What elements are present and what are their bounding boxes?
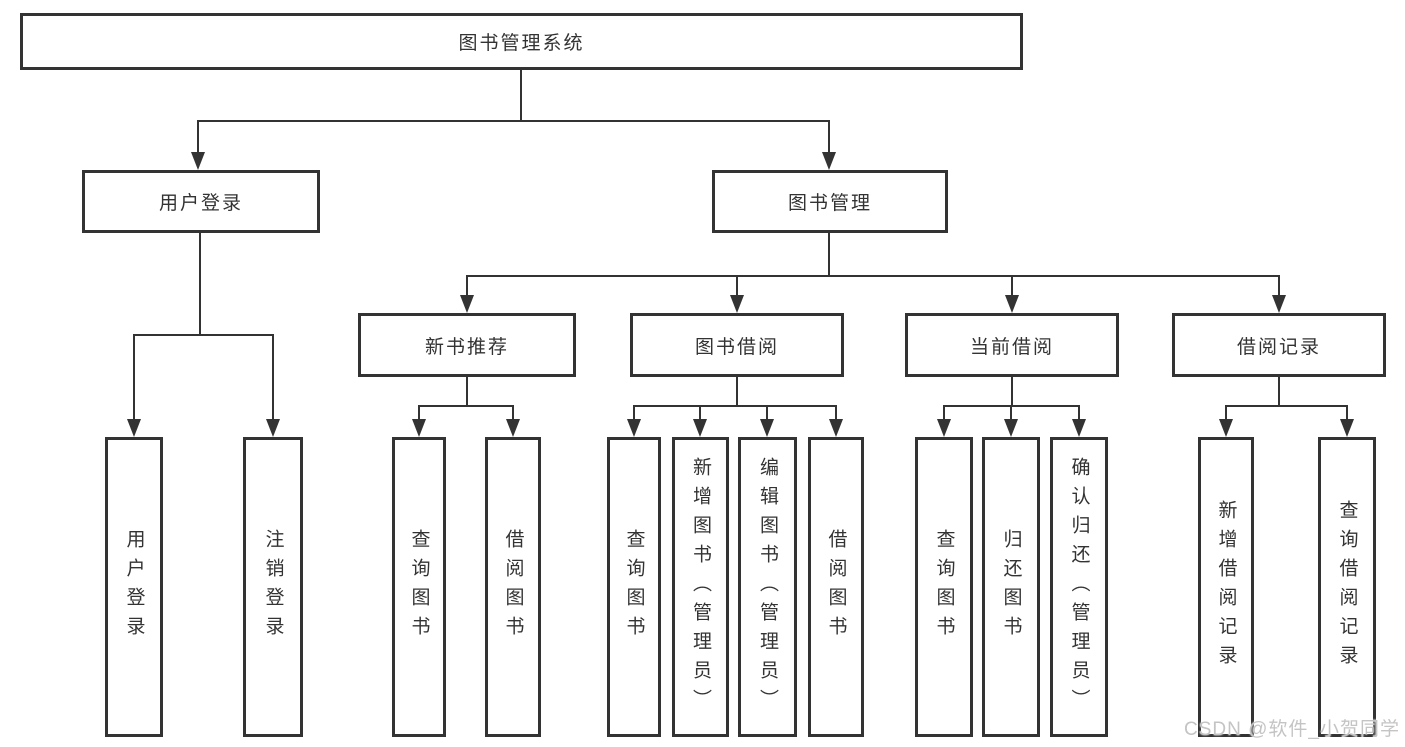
connector-drop	[1078, 405, 1080, 423]
leaf-label: 新增借阅记录	[1215, 500, 1237, 674]
connector-userlogin-rail	[133, 334, 274, 336]
leaf-query-borrow-record: 查询借阅记录	[1318, 437, 1376, 737]
connector-drop	[512, 405, 514, 423]
connector-drop	[466, 275, 468, 299]
leaf-label: 借阅图书	[825, 529, 847, 645]
leaf-query-book-borrow: 查询图书	[607, 437, 661, 737]
arrowhead	[127, 419, 141, 437]
connector-userlogin-stem	[199, 233, 201, 336]
leaf-label: 注销登录	[262, 529, 284, 645]
connector-root-stem	[520, 69, 522, 122]
arrowhead	[1005, 295, 1019, 313]
leaf-add-book-admin: 新增图书（管理员）	[672, 437, 729, 737]
leaf-edit-book-admin: 编辑图书（管理员）	[738, 437, 797, 737]
connector-stem	[466, 377, 468, 407]
connector-stem	[736, 377, 738, 407]
connector-rail	[418, 405, 514, 407]
leaf-confirm-return-admin: 确认归还（管理员）	[1050, 437, 1108, 737]
arrowhead	[412, 419, 426, 437]
connector-drop	[1278, 275, 1280, 299]
connector-drop	[272, 334, 274, 422]
leaf-label: 新增图书（管理员）	[690, 456, 711, 718]
connector-drop	[943, 405, 945, 423]
connector-drop	[766, 405, 768, 423]
leaf-label: 确认归还（管理员）	[1068, 456, 1090, 718]
node-book-management: 图书管理	[712, 170, 948, 233]
arrowhead	[1004, 419, 1018, 437]
leaf-label: 查询图书	[933, 529, 955, 645]
node-user-login: 用户登录	[82, 170, 320, 233]
connector-drop	[736, 275, 738, 299]
leaf-label: 编辑图书（管理员）	[757, 456, 778, 718]
node-library-system: 图书管理系统	[20, 13, 1023, 70]
connector-drop	[1225, 405, 1227, 423]
connector-rail	[1225, 405, 1348, 407]
connector-rail	[633, 405, 837, 407]
arrowhead	[1340, 419, 1354, 437]
leaf-label: 查询图书	[623, 529, 645, 645]
connector-drop	[133, 334, 135, 422]
arrowhead	[829, 419, 843, 437]
connector-root-drop-left	[197, 120, 199, 156]
connector-drop	[835, 405, 837, 423]
leaf-query-book-recommend: 查询图书	[392, 437, 446, 737]
leaf-logout: 注销登录	[243, 437, 303, 737]
connector-root-drop-right	[828, 120, 830, 156]
connector-drop	[1011, 275, 1013, 299]
leaf-borrow-book-recommend: 借阅图书	[485, 437, 541, 737]
connector-drop	[699, 405, 701, 423]
arrowhead	[1072, 419, 1086, 437]
arrowhead	[1219, 419, 1233, 437]
connector-drop	[633, 405, 635, 423]
node-current-borrow: 当前借阅	[905, 313, 1119, 377]
arrowhead	[730, 295, 744, 313]
arrowhead	[937, 419, 951, 437]
leaf-return-book: 归还图书	[982, 437, 1040, 737]
connector-bookmgmt-stem	[828, 233, 830, 277]
leaf-label: 查询图书	[408, 529, 430, 645]
arrowhead	[191, 152, 205, 170]
connector-bookmgmt-rail	[466, 275, 1280, 277]
leaf-label: 归还图书	[1000, 529, 1022, 645]
connector-stem	[1278, 377, 1280, 407]
connector-stem	[1011, 377, 1013, 407]
leaf-query-book-current: 查询图书	[915, 437, 973, 737]
arrowhead	[627, 419, 641, 437]
node-new-book-recommend: 新书推荐	[358, 313, 576, 377]
leaf-add-borrow-record: 新增借阅记录	[1198, 437, 1254, 737]
connector-drop	[418, 405, 420, 423]
node-borrow-records: 借阅记录	[1172, 313, 1386, 377]
leaf-label: 用户登录	[123, 529, 145, 645]
node-book-borrow: 图书借阅	[630, 313, 844, 377]
connector-drop	[1346, 405, 1348, 423]
leaf-user-login: 用户登录	[105, 437, 163, 737]
arrowhead	[693, 419, 707, 437]
connector-root-rail	[197, 120, 830, 122]
arrowhead	[460, 295, 474, 313]
arrowhead	[506, 419, 520, 437]
leaf-borrow-book: 借阅图书	[808, 437, 864, 737]
arrowhead	[760, 419, 774, 437]
arrowhead	[1272, 295, 1286, 313]
leaf-label: 查询借阅记录	[1336, 500, 1358, 674]
connector-drop	[1010, 405, 1012, 423]
arrowhead	[822, 152, 836, 170]
csdn-watermark: CSDN @软件_小贺同学	[1184, 719, 1400, 740]
leaf-label: 借阅图书	[502, 529, 524, 645]
arrowhead	[266, 419, 280, 437]
